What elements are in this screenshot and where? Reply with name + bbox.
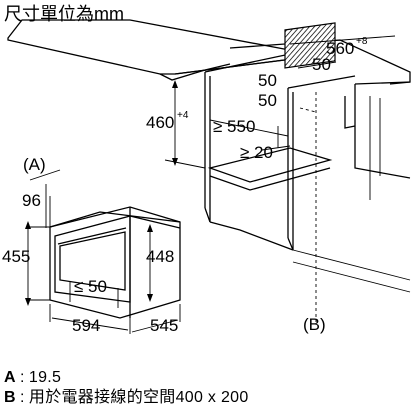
panel-height-value: 96 — [22, 191, 41, 210]
legend-text-a: 19.5 — [28, 369, 62, 386]
legend-key-a: A — [4, 369, 16, 386]
appliance-dimension-lines — [25, 169, 181, 334]
legend-item-a: A: 19.5 — [4, 369, 62, 386]
niche-height-tolerance: +4 — [177, 110, 189, 121]
niche-cabinet — [7, 19, 411, 322]
min-gap-value: ≥ 20 — [240, 143, 273, 162]
label-appliance: (A) — [23, 155, 46, 174]
door-gap-value: ≤ 50 — [74, 277, 107, 296]
vent-opening — [284, 22, 336, 69]
top-depth-value: 50 — [312, 55, 331, 74]
label-opening: (B) — [303, 315, 326, 334]
niche-height-value: 460 — [146, 113, 174, 132]
min-depth-value: ≥ 550 — [213, 117, 255, 136]
legend-item-b: B: 用於電器接線的空間400 x 200 — [4, 389, 249, 406]
worktop — [7, 19, 301, 75]
inner-height-value: 448 — [146, 247, 174, 266]
side-wall — [369, 96, 381, 200]
vent-width-value: 50 — [258, 71, 277, 90]
appliance-depth-value: 545 — [150, 316, 178, 335]
legend-text-b: 用於電器接線的空間400 x 200 — [28, 389, 249, 406]
page-title: 尺寸單位為mm — [4, 4, 124, 24]
niche-dimension-lines — [164, 35, 396, 169]
appliance-width-value: 594 — [72, 316, 100, 335]
appliance-height-value: 455 — [2, 247, 30, 266]
front-gap-value: 50 — [258, 91, 277, 110]
legend-key-b: B — [4, 389, 16, 406]
worktop-depth-value: 560 — [326, 39, 354, 58]
worktop-depth-tolerance: +8 — [356, 36, 368, 47]
